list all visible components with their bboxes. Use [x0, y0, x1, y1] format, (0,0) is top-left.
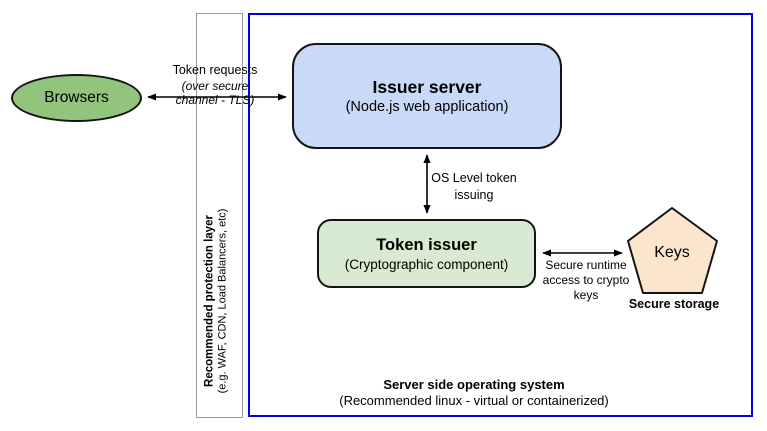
os-token-issuing-label: OS Level token issuing	[431, 171, 517, 202]
protection-layer-title: Recommended protection layer	[203, 215, 216, 387]
secure-runtime-label: Secure runtime access to crypto keys	[542, 258, 630, 302]
issuer-server-subtitle: (Node.js web application)	[345, 98, 509, 115]
token-requests-label: Token requests	[172, 63, 258, 77]
os-boundary-label: Server side operating system (Recommende…	[324, 377, 624, 409]
secure-storage-label: Secure storage	[628, 297, 720, 311]
os-boundary-subtitle: (Recommended linux - virtual or containe…	[339, 393, 609, 408]
token-issuer-title: Token issuer	[376, 235, 477, 254]
token-issuer-subtitle: (Cryptographic component)	[344, 256, 509, 272]
issuer-server-node: Issuer server (Node.js web application)	[292, 43, 562, 149]
os-boundary-title: Server side operating system	[383, 377, 565, 392]
protection-layer-label: Recommended protection layer (e.g. WAF, …	[203, 209, 230, 394]
token-requests-sublabel: (over secure channel - TLS)	[175, 79, 255, 107]
browsers-label: Browsers	[44, 89, 109, 106]
protection-layer-subtitle: (e.g. WAF, CDN, Load Balancers, etc)	[216, 208, 229, 394]
keys-label: Keys	[654, 244, 690, 261]
token-issuer-node: Token issuer (Cryptographic component)	[317, 219, 536, 288]
protection-layer-box	[196, 13, 243, 418]
browsers-node: Browsers	[11, 74, 142, 122]
issuer-server-title: Issuer server	[372, 76, 482, 97]
